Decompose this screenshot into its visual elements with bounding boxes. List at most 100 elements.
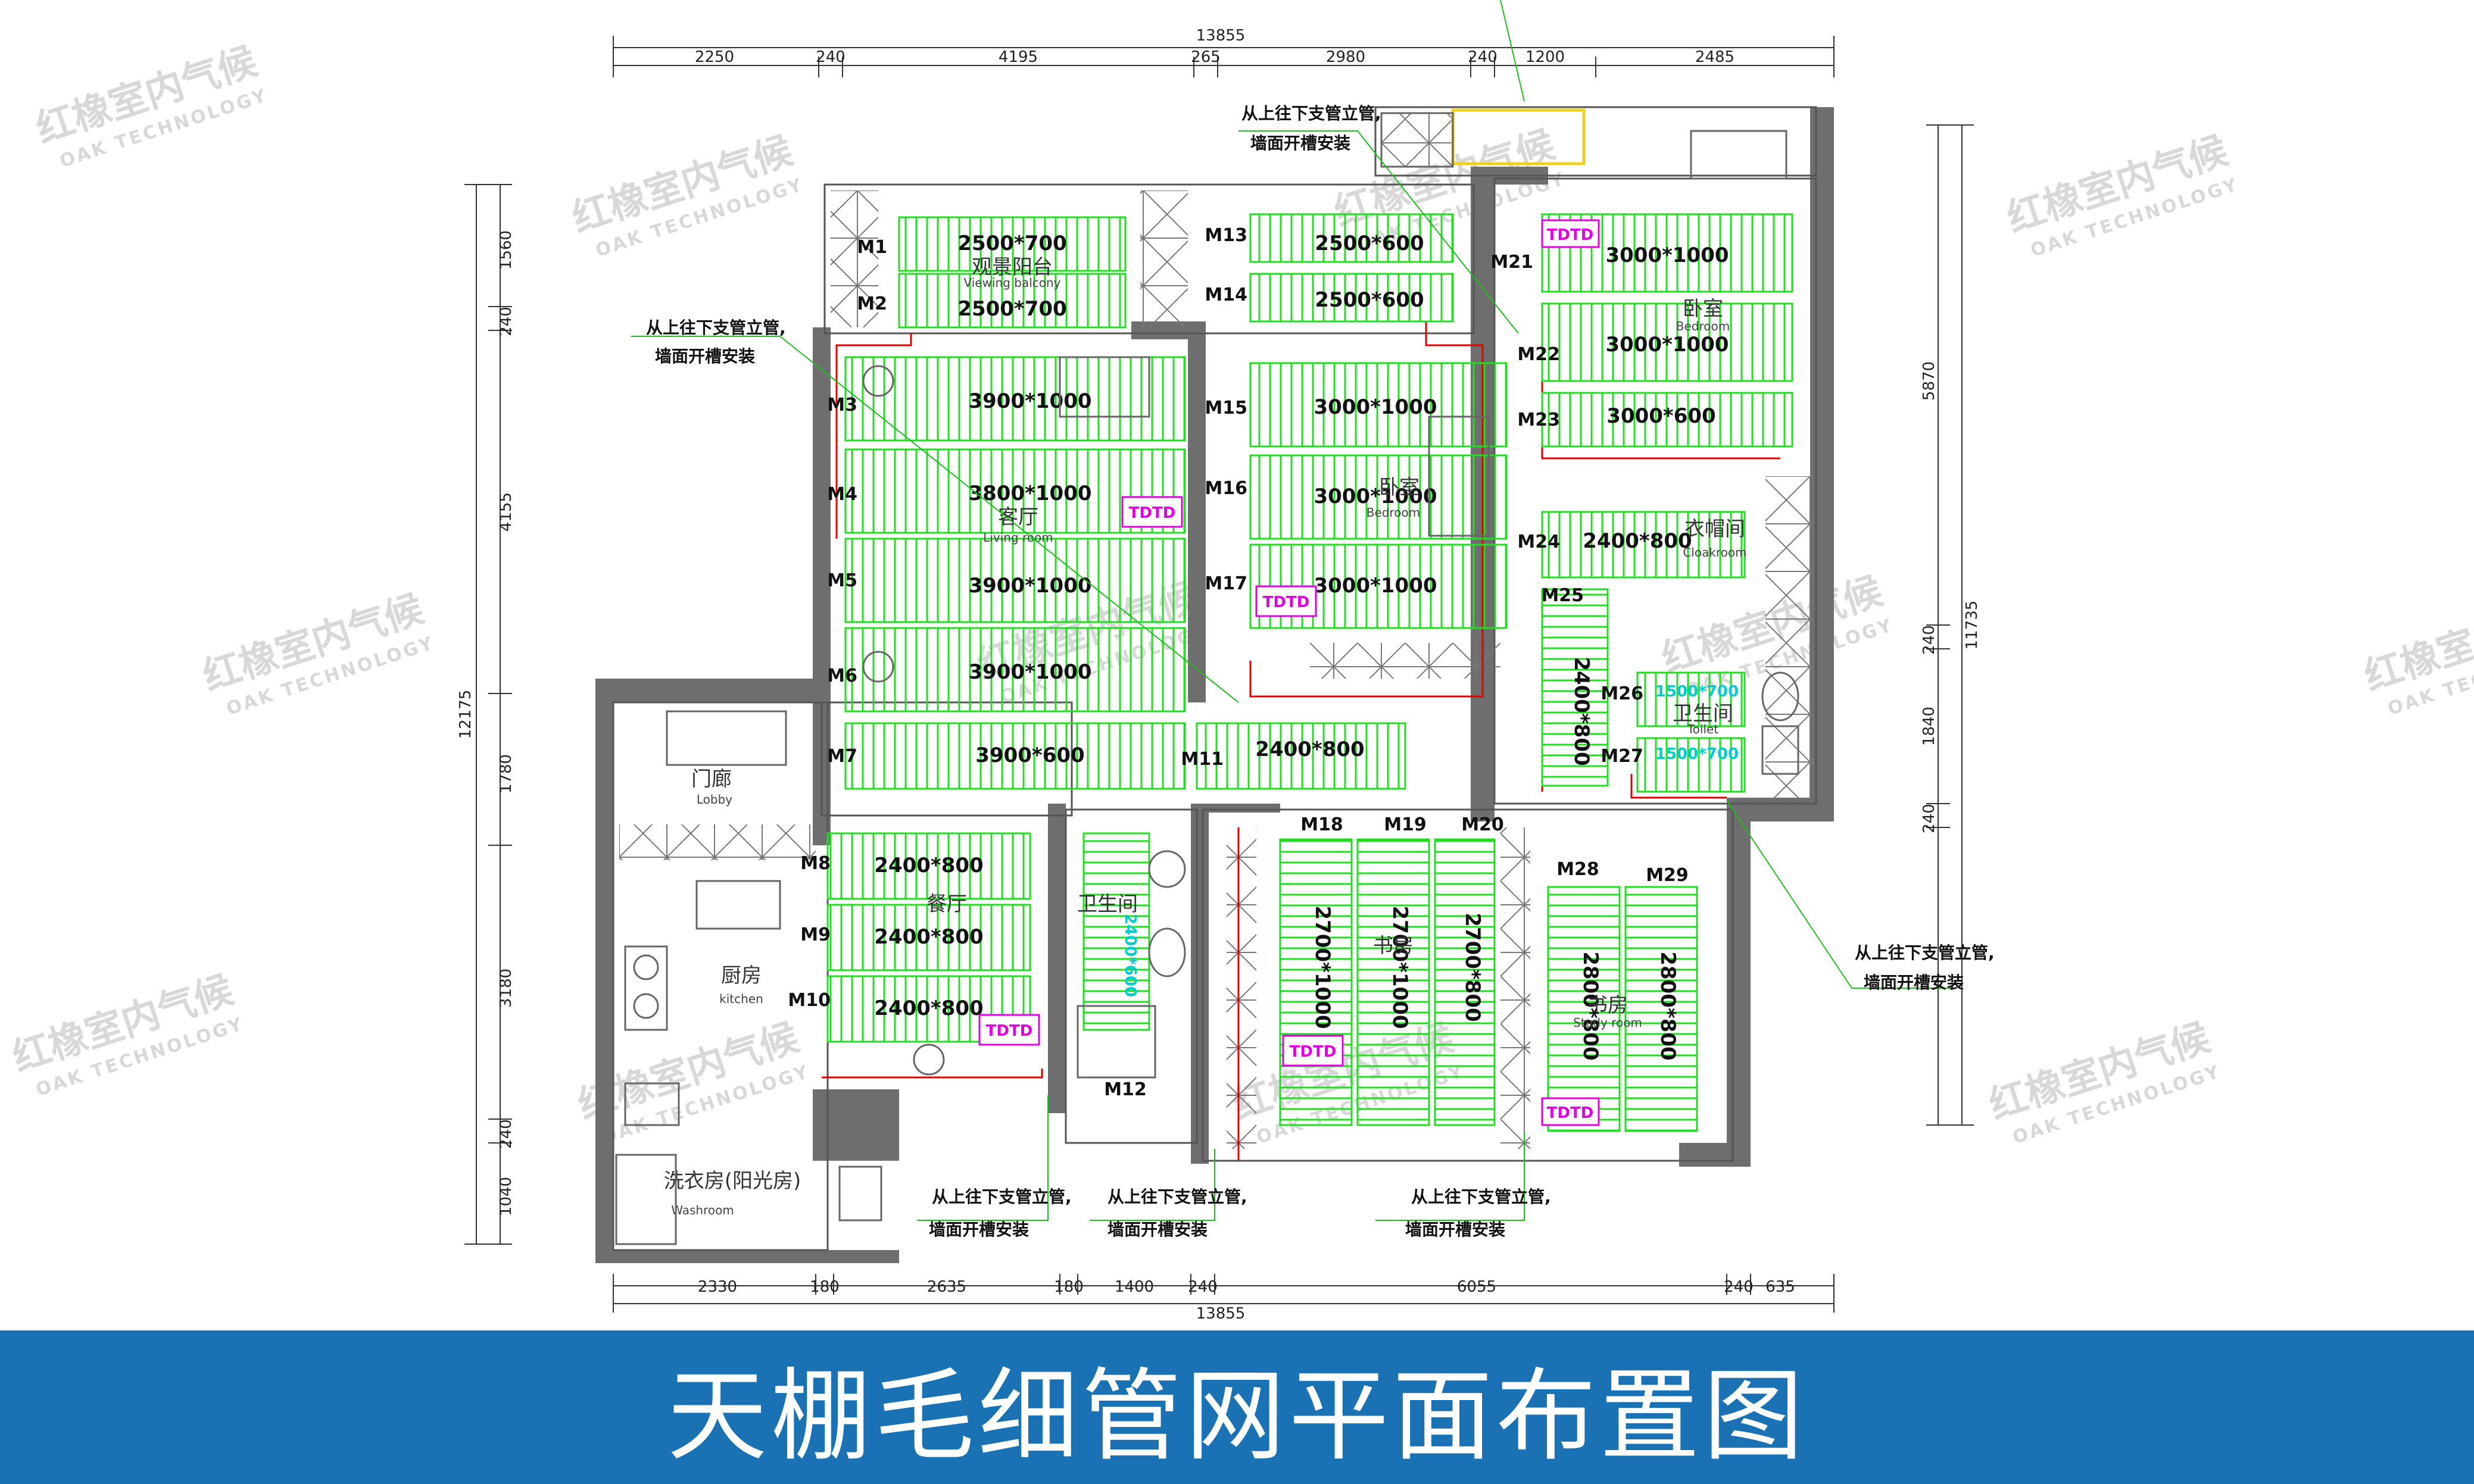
dim-bottom-1: 2330: [698, 1278, 737, 1296]
room-master-cn: 卧室: [1683, 297, 1723, 321]
dim-bottom-9: 635: [1765, 1278, 1795, 1296]
capillary-mats: [826, 213, 1793, 1132]
mat-label-M10: M10: [788, 990, 831, 1011]
room-cloak-cn: 衣帽间: [1684, 517, 1745, 541]
mat-size-M7: 3900*600: [975, 743, 1084, 767]
note-line2: 墙面开槽安装: [1405, 1220, 1505, 1239]
tdtd-label: TDTD: [1129, 504, 1176, 522]
dim-right-1: 5870: [1920, 361, 1938, 401]
dim-bottom-total: 13855: [1196, 1305, 1246, 1323]
right-dimensions: [1926, 124, 1974, 1126]
note-line2: 墙面开槽安装: [655, 346, 755, 366]
mat-labels: M1 2500*700 M2 2500*700 M13 2500*600 M14…: [788, 225, 1739, 1100]
bottom-dimensions: [613, 1274, 1835, 1313]
mat-size-M20: 2700*800: [1461, 913, 1484, 1021]
mat-label-M11: M11: [1181, 749, 1224, 770]
dim-top-7: 1200: [1525, 48, 1565, 66]
mat-label-M1: M1: [857, 237, 887, 258]
mat-label-M22: M22: [1517, 344, 1560, 365]
room-bath-cn: 卫生间: [1077, 892, 1138, 916]
mat-label-M8: M8: [800, 853, 831, 874]
room-lobby-en: Lobby: [697, 792, 732, 807]
mat-size-M27: 1500*700: [1655, 745, 1739, 763]
mat-size-M10: 2400*800: [874, 996, 983, 1020]
mat-label-M28: M28: [1556, 859, 1599, 880]
mat-size-M12: 2400*600: [1121, 914, 1139, 997]
dim-bottom-5: 1400: [1115, 1278, 1154, 1296]
mat-size-M13: 2500*600: [1315, 232, 1424, 255]
mat-size-M11: 2400*800: [1255, 738, 1364, 761]
mat-size-M28: 2800*800: [1578, 951, 1602, 1060]
room-wash-en: Washroom: [671, 1203, 734, 1217]
tdtd-markers: TDTD TDTD TDTD TDTD TDTD TDTD: [978, 219, 1600, 1126]
dim-right-4: 240: [1920, 804, 1938, 833]
mat-label-M4: M4: [827, 484, 857, 505]
mat-label-M14: M14: [1205, 285, 1247, 305]
tdtd-label: TDTD: [1547, 1104, 1594, 1122]
annotation-leaders: [631, 0, 1953, 1221]
mat-label-M15: M15: [1205, 398, 1247, 418]
note-line1: 从上往下支管立管,: [932, 1187, 1072, 1207]
annotation-notes: 从上往下支管立管, 墙面开槽安装 从上往下支管立管, 墙面开槽安装 从上往下支管…: [646, 104, 1995, 1239]
title-banner: 天棚毛细管网平面布置图: [0, 1330, 2474, 1484]
room-kitchen-cn: 厨房: [721, 964, 762, 988]
room-dining-cn: 餐厅: [926, 892, 967, 916]
mat-size-M9: 2400*800: [874, 925, 983, 949]
mat-label-M13: M13: [1205, 225, 1247, 246]
walls: [595, 107, 1834, 1263]
note-line2: 墙面开槽安装: [1107, 1220, 1208, 1239]
dim-top-3: 4195: [999, 48, 1038, 66]
room-master-en: Bedroom: [1676, 319, 1730, 333]
mat-label-M12: M12: [1104, 1079, 1147, 1100]
dim-top-6: 240: [1468, 48, 1497, 66]
dim-left-5: 3180: [497, 968, 515, 1008]
room-living-en: Living room: [983, 530, 1053, 545]
mat-size-M16: 3000*1000: [1314, 485, 1437, 508]
mat-size-M2: 2500*700: [957, 297, 1066, 321]
room-viewing-balcony-cn: 观景阳台: [972, 255, 1053, 279]
mat-label-M21: M21: [1490, 252, 1533, 273]
room-living-cn: 客厅: [998, 505, 1038, 529]
room-bedroom-en: Bedroom: [1367, 505, 1420, 520]
mat-label-M5: M5: [827, 570, 857, 591]
mat-label-M6: M6: [827, 666, 857, 686]
room-wash-cn: 洗衣房(阳光房): [664, 1169, 801, 1193]
mat-size-M24: 2400*800: [1583, 529, 1692, 553]
tdtd-label: TDTD: [986, 1022, 1033, 1040]
dim-top-total: 13855: [1196, 27, 1246, 45]
dim-bottom-3: 2635: [927, 1278, 966, 1296]
mat-size-M26: 1500*700: [1655, 683, 1739, 701]
dim-top-1: 2250: [695, 48, 734, 66]
mat-size-M4: 3800*1000: [968, 482, 1091, 505]
dim-left-3: 4155: [497, 492, 515, 532]
note-line1: 从上往下支管立管,: [646, 318, 786, 338]
mat-size-M25: 2400*800: [1570, 657, 1593, 766]
dim-right-total: 11735: [1963, 601, 1981, 650]
note-line1: 从上往下支管立管,: [1411, 1187, 1551, 1207]
dim-bottom-7: 6055: [1457, 1278, 1496, 1296]
room-study-cn: 书房: [1373, 934, 1414, 958]
mat-label-M29: M29: [1646, 865, 1689, 886]
dim-top-5: 2980: [1326, 48, 1365, 66]
mat-label-M26: M26: [1601, 683, 1643, 704]
mat-label-M19: M19: [1384, 814, 1427, 835]
tdtd-label: TDTD: [1547, 226, 1594, 244]
mat-label-M27: M27: [1601, 746, 1643, 767]
dim-bottom-6: 240: [1188, 1278, 1218, 1296]
dim-top-4: 265: [1191, 48, 1221, 66]
room-cloak-en: Cloakroom: [1683, 545, 1746, 560]
room-lobby-cn: 门廊: [691, 767, 732, 791]
dim-left-total: 12175: [457, 690, 475, 739]
dim-left-6: 240: [497, 1119, 515, 1149]
dim-right-3: 1840: [1920, 707, 1938, 746]
mat-label-M18: M18: [1300, 814, 1343, 835]
mat-size-M21: 3000*1000: [1605, 243, 1729, 267]
mat-label-M3: M3: [827, 395, 857, 415]
left-dimensions: [464, 184, 512, 1245]
room-kids-cn: 书房: [1587, 994, 1628, 1017]
mat-label-M9: M9: [800, 924, 831, 945]
mat-size-M29: 2800*800: [1656, 951, 1680, 1060]
mat-size-M18: 2700*1000: [1311, 905, 1334, 1029]
mat-label-M24: M24: [1517, 532, 1560, 552]
